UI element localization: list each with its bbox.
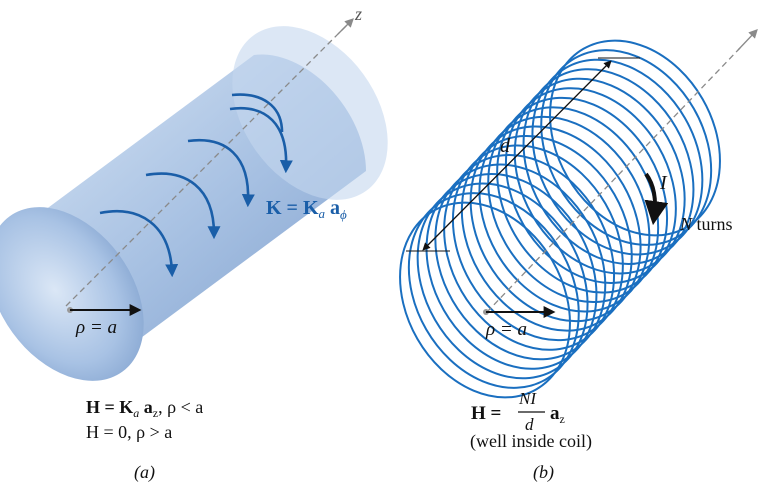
coil-turn [451, 144, 624, 342]
caption-b: (b) [533, 462, 554, 483]
length-label: d [500, 135, 511, 157]
current-arrow-3 [187, 138, 255, 208]
coil-turn [443, 154, 616, 351]
coil-turn [399, 201, 571, 399]
rho-label-b: ρ = a [485, 319, 527, 340]
coil-axis-arrow [737, 29, 758, 51]
equation-denominator: d [525, 415, 534, 434]
equation-vector: az [550, 403, 565, 426]
turns-label: N turns [679, 214, 733, 234]
equation-lhs: H = [471, 403, 501, 424]
coil-turn [478, 115, 651, 313]
coil-turn [504, 87, 677, 284]
inside-coil-note: (well inside coil) [470, 431, 592, 452]
current-arrow-1 [99, 210, 179, 278]
z-axis-label: z [354, 4, 362, 24]
equation-numerator: NI [518, 389, 537, 408]
coil-turn [531, 58, 704, 256]
caption-a: (a) [134, 462, 155, 483]
coil-turn [469, 125, 642, 323]
cylinder-far-cap [232, 26, 388, 200]
surface-current-arrows [99, 93, 293, 278]
k-label: K = Ka aϕ [266, 197, 347, 222]
equation-outside: H = 0, ρ > a [86, 422, 172, 442]
coil-turn [460, 134, 633, 332]
z-axis-arrow [337, 18, 354, 35]
equation-inside: H = Ka az, ρ < a [86, 397, 203, 420]
coil-turn [425, 173, 598, 370]
current-arrow-2 [145, 172, 221, 240]
length-dimension-arrow [422, 60, 612, 251]
coil-turn [513, 77, 686, 275]
coil-turn [416, 182, 589, 380]
rho-label-a: ρ = a [75, 317, 117, 338]
coil-turn [522, 68, 695, 265]
current-label: I [659, 172, 668, 194]
z-axis [65, 21, 351, 307]
current-direction-arrow [644, 172, 669, 226]
panel-b: d I N turns ρ = a H = NI d az (well insi… [399, 29, 758, 483]
current-arrow-4 [229, 106, 293, 174]
coil-axis [486, 47, 741, 313]
panel-a: z K = Ka aϕ ρ = a H = Ka az, ρ < a H = 0… [0, 4, 388, 483]
coil-turn [496, 96, 669, 294]
cylinder-near-cap [0, 207, 144, 381]
coil-turn [434, 163, 607, 361]
coil-turn [407, 192, 580, 389]
current-arrow-5 [231, 93, 284, 133]
